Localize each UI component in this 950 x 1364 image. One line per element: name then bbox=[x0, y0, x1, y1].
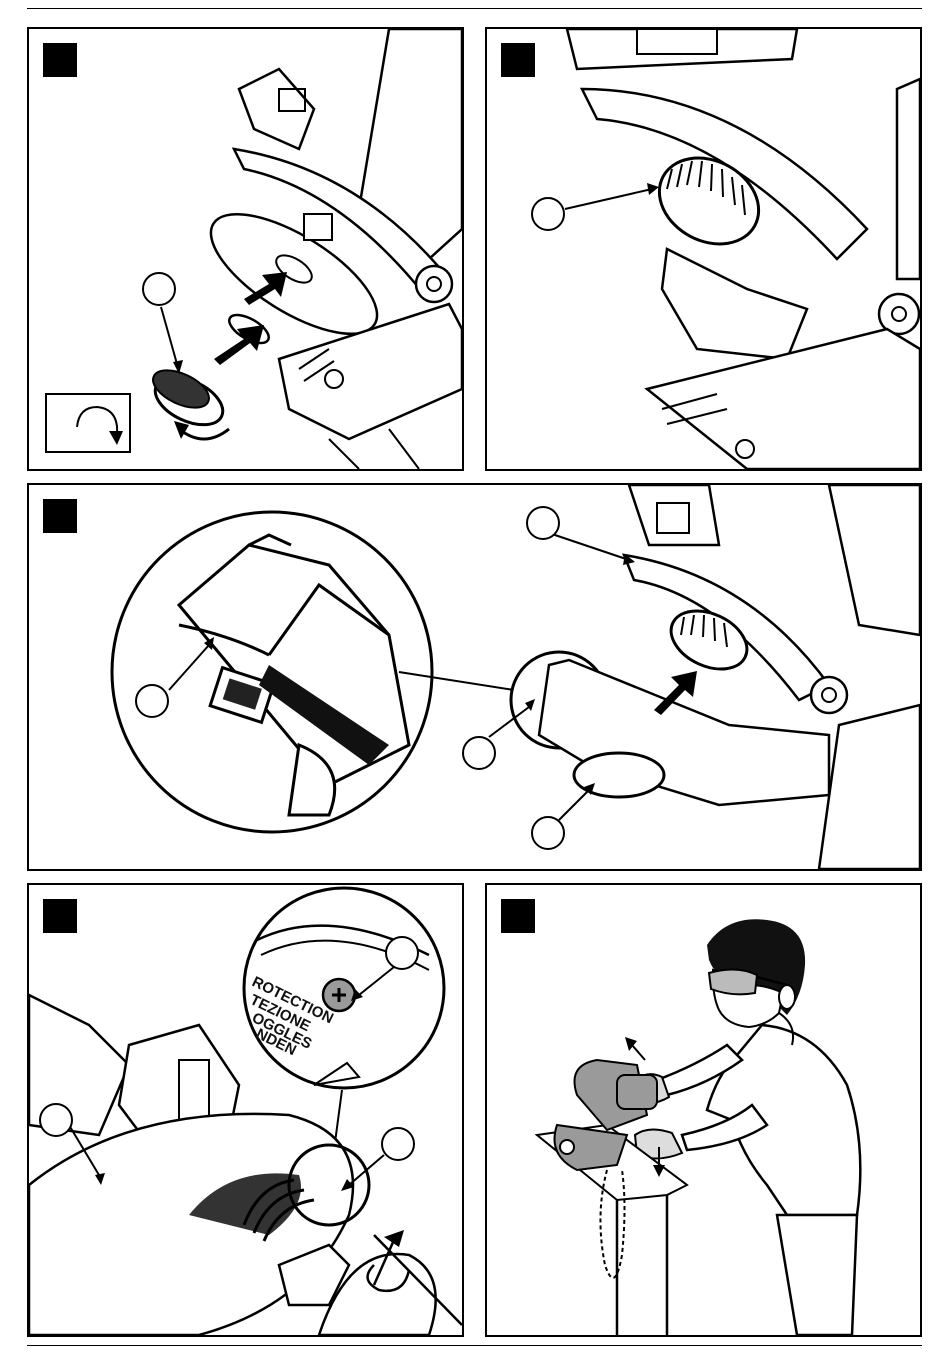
figure-1-badge bbox=[43, 43, 77, 77]
figure-2-badge bbox=[501, 43, 535, 77]
figure-4-callout-b bbox=[39, 1103, 73, 1137]
figure-3-callout-c bbox=[462, 736, 496, 770]
figure-1-callout bbox=[142, 272, 176, 306]
figure-2-callout bbox=[531, 197, 565, 231]
figure-4-badge bbox=[43, 899, 77, 933]
figure-4-panel: ROTECTION TEZIONE OGGLES NDEN bbox=[27, 883, 464, 1337]
top-rule bbox=[27, 8, 922, 9]
figure-3-illustration bbox=[29, 485, 920, 869]
figure-5-illustration bbox=[487, 885, 920, 1335]
rotation-direction-box bbox=[45, 393, 131, 453]
figure-2-panel bbox=[485, 27, 922, 471]
figure-3-callout-a bbox=[135, 684, 169, 718]
figure-1-panel bbox=[27, 27, 464, 471]
figure-4-callout-a bbox=[385, 936, 419, 970]
figure-3-callout-b bbox=[526, 506, 560, 540]
rotation-arrow-icon bbox=[47, 395, 129, 451]
callout-leader-icon bbox=[161, 307, 177, 364]
figure-5-panel bbox=[485, 883, 922, 1337]
figure-3-badge bbox=[43, 499, 77, 533]
figure-3-callout-d bbox=[531, 816, 565, 850]
figure-4-callout-c bbox=[381, 1127, 415, 1161]
figure-5-badge bbox=[501, 899, 535, 933]
figure-2-illustration bbox=[487, 29, 920, 469]
rotation-arrow-icon bbox=[384, 1230, 404, 1247]
callout-leader-icon bbox=[565, 189, 652, 209]
bottom-rule bbox=[27, 1345, 922, 1346]
figure-3-panel bbox=[27, 483, 922, 871]
